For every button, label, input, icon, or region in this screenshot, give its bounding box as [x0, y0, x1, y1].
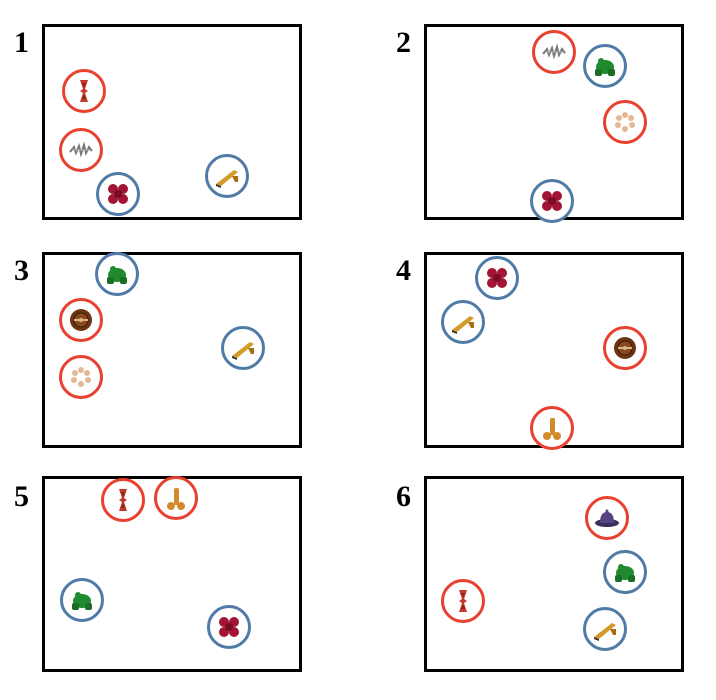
ramp-icon [229, 334, 257, 362]
frog-icon [591, 52, 619, 80]
blue-ring-object [95, 252, 139, 296]
blue-ring-object [530, 179, 574, 223]
frog-icon [611, 558, 639, 586]
flower-icon [215, 613, 243, 641]
scribble-icon [67, 136, 95, 164]
flower-icon [483, 264, 511, 292]
blue-ring-object [60, 578, 104, 622]
panel-label: 6 [396, 480, 411, 513]
red-ring-object [603, 326, 647, 370]
wheel-icon [611, 334, 639, 362]
red-ring-object [101, 478, 145, 522]
blue-ring-object [441, 300, 485, 344]
red-ring-object [154, 476, 198, 520]
blue-ring-object [221, 326, 265, 370]
red-ring-object [532, 30, 576, 74]
frog-icon [103, 260, 131, 288]
panel-label: 5 [14, 480, 29, 513]
blue-ring-object [583, 607, 627, 651]
hourglass-icon [109, 486, 137, 514]
flower-icon [104, 180, 132, 208]
red-ring-object [530, 406, 574, 450]
wreath-icon [67, 363, 95, 391]
blue-ring-object [207, 605, 251, 649]
frog-icon [68, 586, 96, 614]
wreath-icon [611, 108, 639, 136]
wheel-icon [67, 306, 95, 334]
red-ring-object [585, 496, 629, 540]
hourglass-icon [449, 587, 477, 615]
blue-ring-object [475, 256, 519, 300]
panel-label: 1 [14, 26, 29, 59]
hat-icon [593, 504, 621, 532]
bone-icon [538, 414, 566, 442]
ramp-icon [591, 615, 619, 643]
red-ring-object [59, 298, 103, 342]
red-ring-object [441, 579, 485, 623]
red-ring-object [62, 69, 106, 113]
panel-label: 4 [396, 254, 411, 287]
blue-ring-object [603, 550, 647, 594]
hourglass-icon [70, 77, 98, 105]
blue-ring-object [583, 44, 627, 88]
bone-icon [162, 484, 190, 512]
panel-label: 3 [14, 254, 29, 287]
panel-label: 2 [396, 26, 411, 59]
red-ring-object [603, 100, 647, 144]
ramp-icon [213, 162, 241, 190]
flower-icon [538, 187, 566, 215]
red-ring-object [59, 128, 103, 172]
panel-1 [42, 24, 302, 220]
blue-ring-object [205, 154, 249, 198]
red-ring-object [59, 355, 103, 399]
scribble-icon [540, 38, 568, 66]
blue-ring-object [96, 172, 140, 216]
ramp-icon [449, 308, 477, 336]
